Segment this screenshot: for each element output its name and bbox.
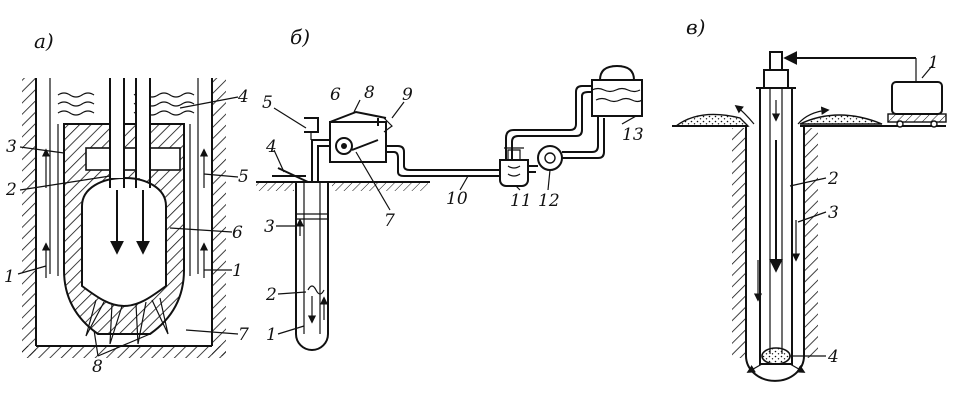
label-a-4: 4 bbox=[237, 87, 249, 107]
tank-13 bbox=[591, 64, 643, 117]
label-c-1: 1 bbox=[928, 53, 939, 73]
label-a-2: 2 bbox=[5, 180, 17, 200]
label-b-9: 9 bbox=[402, 85, 413, 105]
label-b-8: 8 bbox=[364, 83, 375, 103]
compressor-1 bbox=[887, 81, 947, 128]
label-c-4: 4 bbox=[827, 347, 839, 367]
panel-a: а) bbox=[4, 29, 249, 377]
label-a-1-left: 1 bbox=[4, 267, 15, 287]
label-b-12: 12 bbox=[538, 191, 560, 211]
water-surface bbox=[57, 92, 195, 116]
panel-b: б) bbox=[256, 25, 644, 351]
label-b-13: 13 bbox=[622, 125, 644, 145]
label-a-8: 8 bbox=[92, 357, 103, 377]
label-b-2: 2 bbox=[265, 285, 277, 305]
label-b-4: 4 bbox=[265, 137, 277, 157]
label-c-2: 2 bbox=[827, 169, 839, 189]
panel-b-title: б) bbox=[290, 25, 310, 49]
label-b-6: 6 bbox=[330, 85, 341, 105]
label-a-1-right: 1 bbox=[232, 261, 243, 281]
label-b-11: 11 bbox=[510, 191, 532, 211]
label-b-1: 1 bbox=[266, 325, 277, 345]
panel-a-title: а) bbox=[34, 29, 54, 53]
label-b-10: 10 bbox=[446, 189, 468, 209]
panel-c-title: в) bbox=[686, 15, 705, 39]
slot bbox=[85, 147, 181, 171]
pump-12 bbox=[537, 145, 563, 171]
spoil-right bbox=[799, 114, 883, 125]
cavity bbox=[81, 176, 167, 308]
well-wall-left bbox=[22, 78, 36, 356]
nozzles bbox=[85, 297, 169, 345]
label-b-7: 7 bbox=[384, 211, 395, 231]
label-c-3: 3 bbox=[828, 203, 839, 223]
label-a-5: 5 bbox=[238, 167, 249, 187]
panel-c: в) bbox=[672, 15, 947, 382]
label-a-7: 7 bbox=[238, 325, 249, 345]
tube-left bbox=[110, 78, 124, 178]
well-bottom bbox=[22, 346, 226, 358]
bottom-charge bbox=[761, 347, 791, 365]
tube-right bbox=[136, 78, 150, 178]
label-b-5: 5 bbox=[262, 93, 273, 113]
label-a-6: 6 bbox=[232, 223, 243, 243]
well-wall-right bbox=[212, 78, 226, 356]
label-b-3: 3 bbox=[264, 217, 275, 237]
label-a-3: 3 bbox=[6, 137, 17, 157]
spoil-left bbox=[673, 113, 750, 127]
